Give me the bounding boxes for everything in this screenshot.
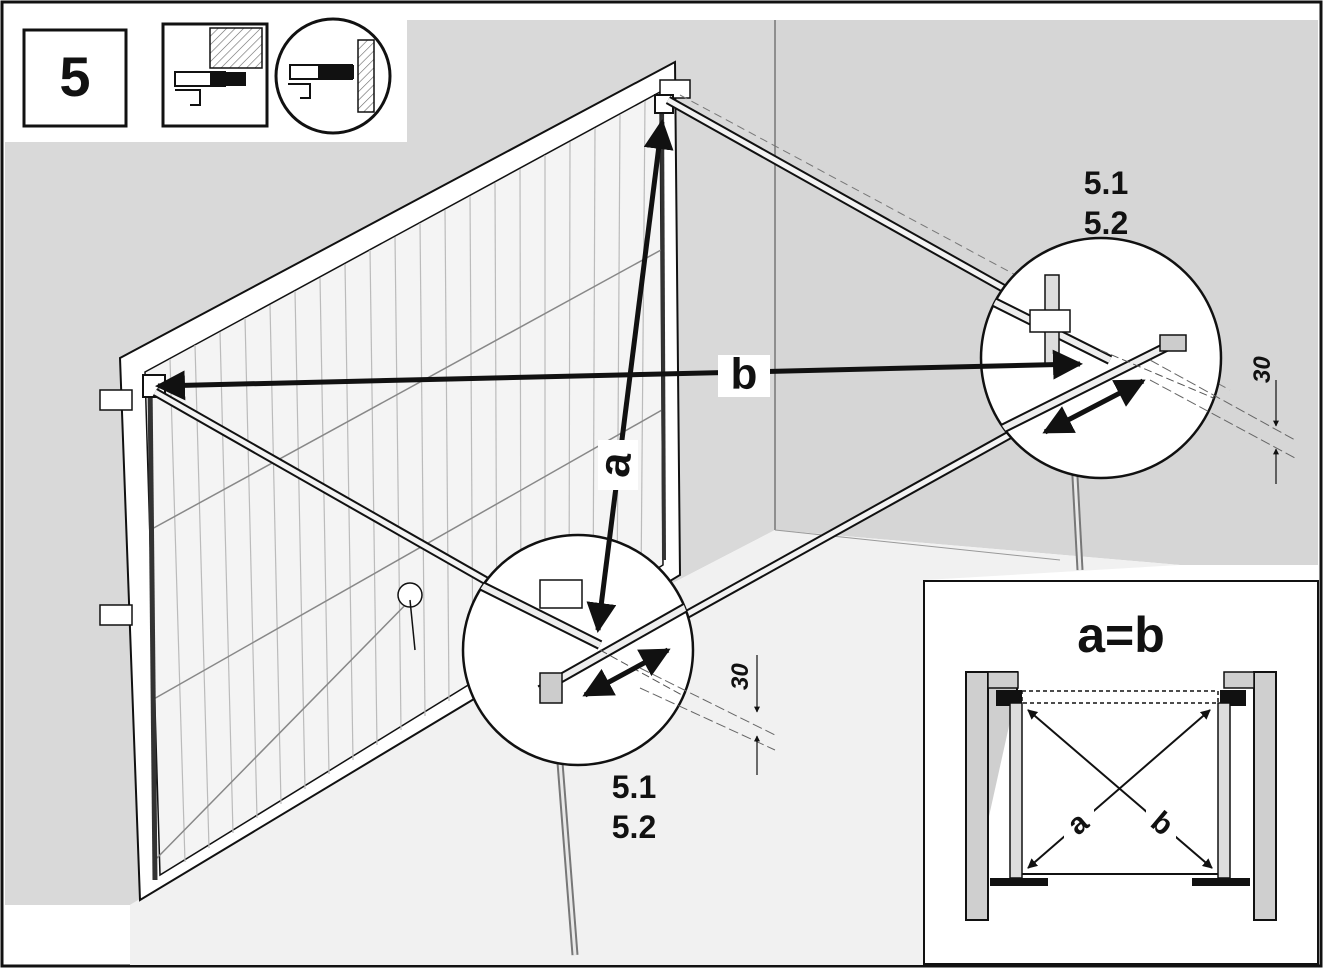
detail-right-label-1: 5.1 xyxy=(1084,165,1128,201)
detail-right-label-2: 5.2 xyxy=(1084,205,1128,241)
diagonal-b-label: b xyxy=(731,350,758,399)
diagonal-b: b xyxy=(155,350,1083,401)
inset-opening-plan xyxy=(965,671,1277,921)
dimension-left-value: 30 xyxy=(727,663,754,690)
header-icons: 5 xyxy=(5,5,407,142)
inset-equation: a=b xyxy=(1077,607,1165,663)
mounting-in-opening-icon xyxy=(274,17,392,135)
mounting-behind-opening-icon xyxy=(161,22,269,128)
step-number-box xyxy=(22,28,128,128)
step-number: 5 xyxy=(59,45,90,108)
dimension-left: 30 xyxy=(639,655,776,775)
dimension-right: 30 xyxy=(1149,356,1296,484)
inset-a-equals-b: a=b a b xyxy=(923,580,1319,965)
detail-left-label-2: 5.2 xyxy=(612,809,656,845)
detail-circle-right xyxy=(979,236,1223,480)
detail-left-label-1: 5.1 xyxy=(612,769,656,805)
dimension-right-value: 30 xyxy=(1249,356,1276,383)
garage-door xyxy=(99,60,691,902)
